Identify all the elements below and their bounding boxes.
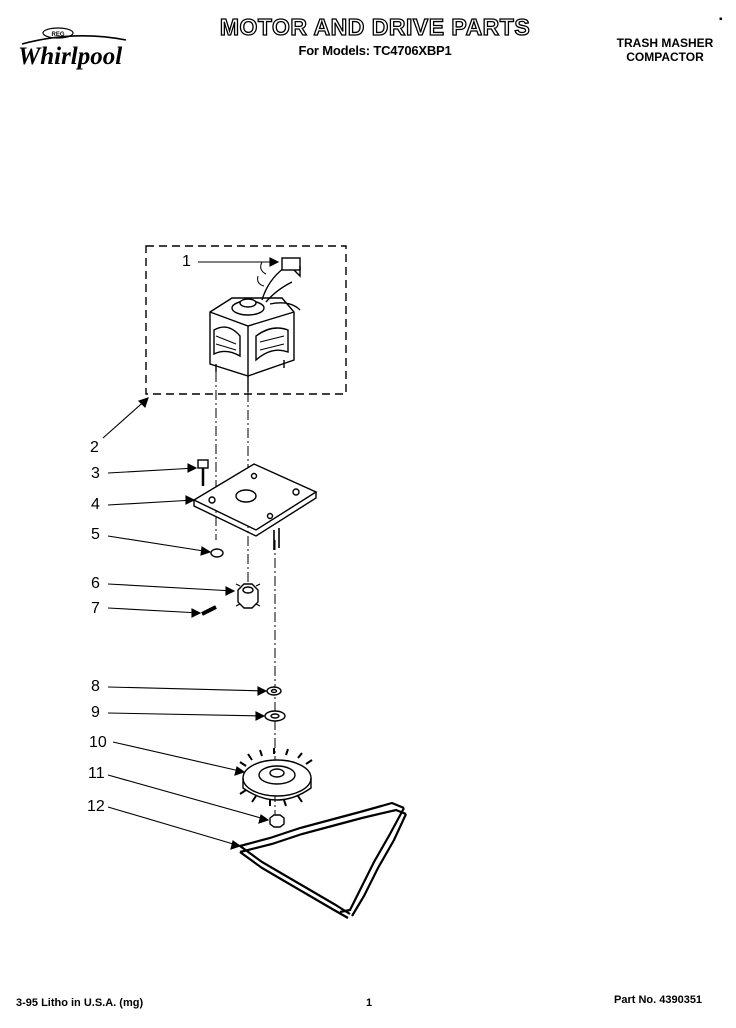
callout-2: 2 [90, 439, 99, 456]
product-name: TRASH MASHER COMPACTOR [600, 36, 730, 64]
logo-badge-text: REG [51, 32, 64, 38]
callout-11: 11 [88, 765, 105, 782]
registration-mark: ▪ [719, 14, 723, 25]
print-info: 3-95 Litho in U.S.A. (mg) [16, 997, 144, 1009]
callout-5: 5 [91, 526, 100, 543]
chain-part [239, 801, 407, 919]
washer-8-part [266, 686, 282, 696]
callout-4: 4 [91, 496, 100, 513]
motor-drawing [209, 257, 301, 392]
model-subtitle: For Models: TC4706XBP1 [298, 43, 452, 58]
bearing-9-part [264, 710, 286, 722]
pinion-gear-part [235, 583, 261, 609]
logo-wordmark: Whirlpool [18, 43, 122, 70]
whirlpool-logo-graphic: REG Whirlpool [18, 27, 127, 70]
callout-1: 1 [182, 253, 191, 270]
callout-leaders [102, 257, 280, 850]
washer-part [210, 548, 224, 558]
mounting-plate-part [192, 463, 318, 550]
callout-12: 12 [87, 798, 105, 815]
callout-7: 7 [91, 600, 100, 617]
callout-10: 10 [89, 734, 107, 751]
product-name-line2: COMPACTOR [626, 50, 704, 64]
page-number: 1 [366, 997, 373, 1009]
sprocket-part [239, 748, 313, 807]
page-title: MOTOR AND DRIVE PARTS [219, 13, 531, 40]
nut-part [269, 814, 285, 828]
product-name-line1: TRASH MASHER [616, 36, 714, 50]
callout-9: 9 [91, 704, 100, 721]
whirlpool-logo: REG Whirlpool [14, 22, 164, 78]
bolt-part [197, 459, 209, 486]
part-number: Part No. 4390351 [614, 994, 703, 1006]
callout-3: 3 [91, 465, 100, 482]
callout-8: 8 [91, 678, 100, 695]
callout-6: 6 [91, 575, 100, 592]
set-screw-part [201, 605, 217, 616]
motor-assembly-box [145, 245, 347, 395]
